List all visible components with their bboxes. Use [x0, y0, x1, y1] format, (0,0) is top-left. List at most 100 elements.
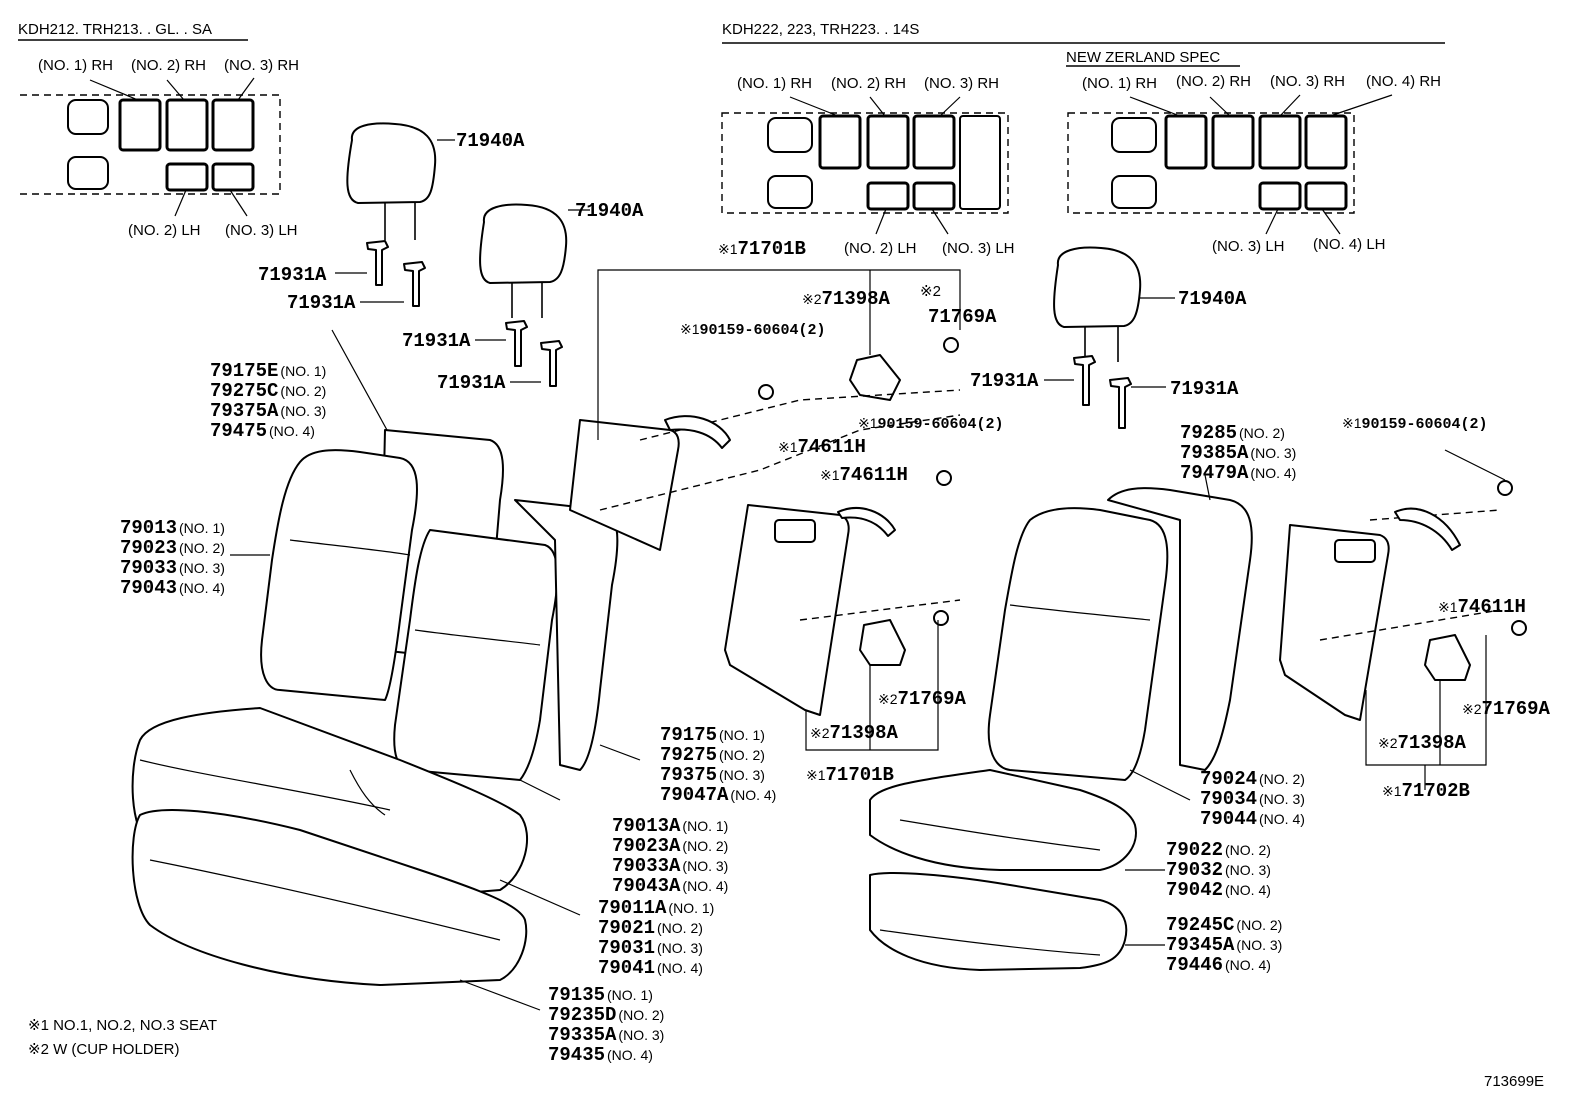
part-row: 79023(NO. 2) — [120, 539, 225, 559]
part-position: (NO. 2) — [682, 838, 729, 854]
part-position: (NO. 2) — [280, 383, 327, 399]
part-number: 79479A — [1180, 462, 1249, 484]
pos-mid-rh2: (NO. 2) RH — [831, 75, 906, 92]
part-number: 79031 — [598, 937, 656, 959]
mark-2-cup: ※2 — [920, 283, 941, 300]
seat-layout-nz — [1067, 94, 1393, 235]
part-position: (NO. 4) — [269, 423, 315, 439]
part-row: 79245C(NO. 2) — [1166, 916, 1282, 936]
mark-2-71769-3: ※2 — [1462, 701, 1482, 717]
part-number: 79275C — [210, 380, 279, 402]
part-number: 79235D — [548, 1004, 617, 1026]
part-row: 79041(NO. 4) — [598, 959, 714, 979]
part-row: 79031(NO. 3) — [598, 939, 714, 959]
group-79135: 79135(NO. 1)79235D(NO. 2)79335A(NO. 3)79… — [548, 986, 664, 1066]
part-74611H-1: ※174611H — [776, 438, 866, 457]
part-position: (NO. 2) — [179, 540, 225, 556]
part-71398A-3-number: 71398A — [1397, 732, 1466, 754]
pos-mid-lh3: (NO. 3) LH — [942, 240, 1015, 257]
part-position: (NO. 3) — [719, 767, 765, 783]
part-74611H-2: ※174611H — [818, 466, 908, 485]
seat-back-board-mid — [569, 337, 1527, 721]
group-79013: 79013(NO. 1)79023(NO. 2)79033(NO. 3)7904… — [120, 519, 225, 599]
part-row: 79032(NO. 3) — [1166, 861, 1271, 881]
part-number: 79024 — [1200, 768, 1258, 790]
part-position: (NO. 4) — [1225, 882, 1271, 898]
part-row: 79345A(NO. 3) — [1166, 936, 1282, 956]
part-row: 79021(NO. 2) — [598, 919, 714, 939]
pos-nz-rh1: (NO. 1) RH — [1082, 75, 1157, 92]
part-row: 79435(NO. 4) — [548, 1046, 664, 1066]
part-71940A-2: 71940A — [575, 200, 644, 222]
part-row: 79013(NO. 1) — [120, 519, 225, 539]
mark-1: ※1 — [718, 241, 738, 257]
part-number: 79023 — [120, 537, 178, 559]
part-74611H-1-number: 74611H — [797, 436, 866, 458]
part-position: (NO. 3) — [1259, 791, 1305, 807]
part-number: 79033A — [612, 855, 681, 877]
part-position: (NO. 4) — [607, 1047, 653, 1063]
part-row: 79275C(NO. 2) — [210, 382, 326, 402]
part-row: 79043A(NO. 4) — [612, 877, 728, 897]
part-number: 79022 — [1166, 839, 1224, 861]
part-71931A-2: 71931A — [287, 292, 356, 314]
part-71769A-2: ※271769A — [876, 690, 966, 709]
pos-mid-lh2: (NO. 2) LH — [844, 240, 917, 257]
part-row: 79013A(NO. 1) — [612, 817, 728, 837]
part-71398A-2-number: 71398A — [829, 722, 898, 744]
group-79024: 79024(NO. 2)79034(NO. 3)79044(NO. 4) — [1200, 770, 1305, 830]
part-position: (NO. 3) — [280, 403, 327, 419]
part-71931A-4: 71931A — [437, 372, 506, 394]
part-90159-1-number: 90159-60604(2) — [699, 322, 826, 339]
part-71701B-bot-number: 71701B — [825, 764, 894, 786]
part-71398A-2: ※271398A — [808, 724, 898, 743]
part-row: 79033A(NO. 3) — [612, 857, 728, 877]
seat-back-right — [987, 474, 1253, 801]
part-71769A-3: ※271769A — [1460, 700, 1550, 719]
part-position: (NO. 2) — [1236, 917, 1283, 933]
part-row: 79275(NO. 2) — [660, 746, 776, 766]
headrest-supports — [335, 240, 1166, 429]
part-row: 79022(NO. 2) — [1166, 841, 1271, 861]
mark-1-90159: ※1 — [680, 321, 700, 337]
part-number: 79446 — [1166, 954, 1224, 976]
group-79175: 79175(NO. 1)79275(NO. 2)79375(NO. 3)7904… — [660, 726, 776, 806]
part-71701B-top: ※171701B — [716, 240, 806, 259]
header-right: KDH222, 223, TRH223. . 14S — [722, 21, 920, 38]
part-number: 79047A — [660, 784, 729, 806]
part-position: (NO. 1) — [179, 520, 225, 536]
part-74611H-3: ※174611H — [1436, 598, 1526, 617]
part-row: 79375(NO. 3) — [660, 766, 776, 786]
part-71940A-3: 71940A — [1178, 288, 1247, 310]
part-number: 79345A — [1166, 934, 1235, 956]
part-number: 79043 — [120, 577, 178, 599]
part-90159-1: ※190159-60604(2) — [678, 322, 826, 338]
part-position: (NO. 1) — [682, 818, 729, 834]
part-number: 79011A — [598, 897, 667, 919]
part-number: 79042 — [1166, 879, 1224, 901]
mark-1-71701-bot: ※1 — [806, 767, 826, 783]
part-position: (NO. 3) — [1236, 937, 1283, 953]
part-position: (NO. 4) — [1250, 465, 1297, 481]
pos-left-rh1: (NO. 1) RH — [38, 57, 113, 74]
part-number: 79135 — [548, 984, 606, 1006]
part-74611H-2-number: 74611H — [839, 464, 908, 486]
part-number: 79043A — [612, 875, 681, 897]
mark-2-71398-3: ※2 — [1378, 735, 1398, 751]
part-position: (NO. 2) — [618, 1007, 665, 1023]
mark-1-74611-3: ※1 — [1438, 599, 1458, 615]
part-71931A-1: 71931A — [258, 264, 327, 286]
group-79245C: 79245C(NO. 2)79345A(NO. 3)79446(NO. 4) — [1166, 916, 1282, 976]
header-nz: NEW ZERLAND SPEC — [1066, 49, 1221, 66]
bracket-lines — [597, 269, 1506, 790]
part-74611H-3-number: 74611H — [1457, 596, 1526, 618]
part-position: (NO. 3) — [618, 1027, 665, 1043]
part-number: 79475 — [210, 420, 268, 442]
part-number: 79023A — [612, 835, 681, 857]
part-position: (NO. 2) — [1239, 425, 1285, 441]
part-position: (NO. 4) — [1259, 811, 1305, 827]
seat-cushion-right — [869, 769, 1165, 971]
part-71769A-3-number: 71769A — [1481, 698, 1550, 720]
part-position: (NO. 4) — [657, 960, 703, 976]
